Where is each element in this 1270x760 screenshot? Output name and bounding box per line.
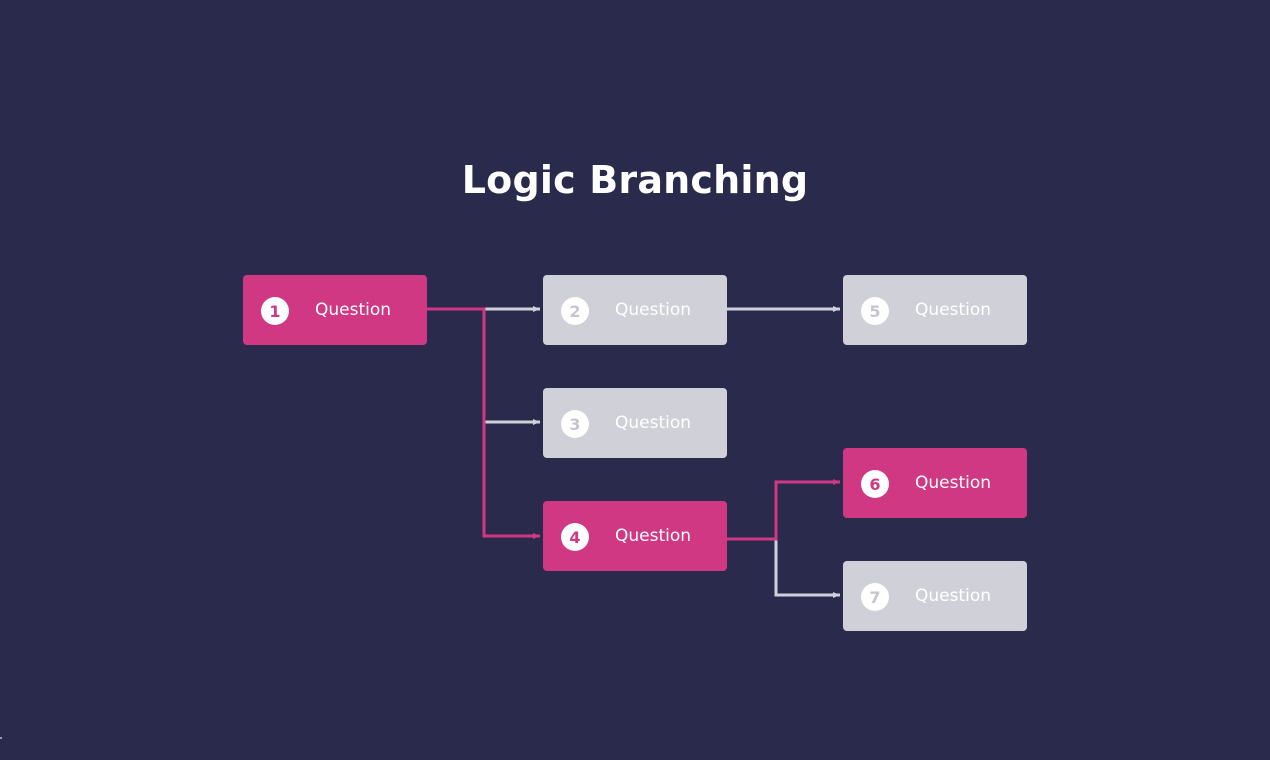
question-node-6[interactable]: 6 Question: [843, 448, 1027, 518]
question-label: Question: [915, 300, 992, 320]
question-label: Question: [915, 586, 992, 606]
connector-1-to-4: [427, 307, 540, 539]
question-node-3[interactable]: 3 Question: [543, 388, 727, 458]
connector-4-to-6: [727, 479, 840, 541]
question-node-7[interactable]: 7 Question: [843, 561, 1027, 631]
question-number-badge: 1: [261, 297, 289, 325]
question-label: Question: [615, 413, 692, 433]
question-node-1[interactable]: 1 Question: [243, 275, 427, 345]
question-label: Question: [615, 300, 692, 320]
question-number-badge: 3: [561, 410, 589, 438]
question-label: Question: [615, 526, 692, 546]
corner-marker: [0, 737, 2, 739]
question-node-2[interactable]: 2 Question: [543, 275, 727, 345]
connector-4-to-7: [774, 539, 840, 598]
diagram-title: Logic Branching: [461, 158, 809, 202]
question-number-badge: 6: [861, 470, 889, 498]
question-number-badge: 2: [561, 297, 589, 325]
question-number-badge: 4: [561, 523, 589, 551]
question-node-5[interactable]: 5 Question: [843, 275, 1027, 345]
question-label: Question: [315, 300, 392, 320]
question-number-badge: 5: [861, 297, 889, 325]
question-number-badge: 7: [861, 583, 889, 611]
question-label: Question: [915, 473, 992, 493]
question-node-4[interactable]: 4 Question: [543, 501, 727, 571]
